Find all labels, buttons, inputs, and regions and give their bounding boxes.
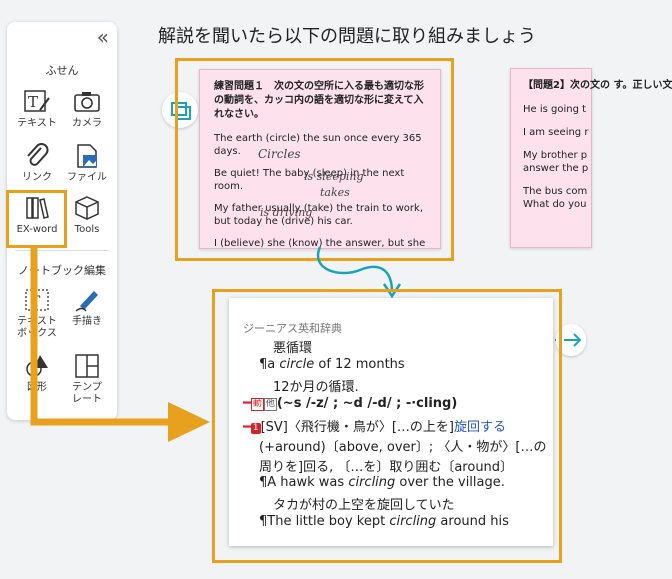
- text-note-icon: T: [24, 90, 50, 112]
- dict-sense-1c: 周りを]回る, 〔…を〕取り囲む〔around〕: [259, 460, 514, 475]
- file-image-icon: [77, 144, 97, 168]
- svg-text:T: T: [28, 93, 38, 111]
- dictionary-highlight: [212, 289, 562, 563]
- card-connector-node[interactable]: [162, 92, 198, 128]
- tool-file[interactable]: ファイル: [62, 142, 112, 184]
- card1-line-4: I (believe) she (know) the answer, but s…: [214, 238, 426, 249]
- template-icon: [75, 354, 99, 378]
- dict-headword: 悪循環: [273, 341, 313, 356]
- card1-title: 練習問題１ 次の文の空所に入る最も適切な形の動詞を、カッコ内の語を適切な形に変え…: [214, 81, 424, 120]
- tool-text[interactable]: T テキスト: [12, 88, 62, 130]
- collapse-icon[interactable]: «: [96, 25, 109, 49]
- dict-example-1: ¶a circle of 12 months: [259, 357, 405, 372]
- arrow-right-icon: [564, 333, 582, 347]
- card1-highlight: [175, 58, 454, 261]
- tool-template[interactable]: テンプ レート: [62, 352, 112, 406]
- dict-example-3: ¶The little boy kept circling around his: [259, 514, 509, 529]
- handwriting-2: is sleeping: [304, 170, 364, 183]
- paperclip-icon: [27, 143, 49, 166]
- dict-example-2: ¶A hawk was circling over the village.: [259, 475, 505, 490]
- camera-icon: [74, 92, 100, 112]
- dict-sense-1b: (+around)〔above, over〕; 〈人・物が〉[…の: [259, 440, 547, 455]
- dict-source: ジーニアス英和辞典: [243, 322, 342, 335]
- dict-link-senkai[interactable]: 旋回する: [454, 420, 507, 435]
- exword-highlight: [6, 190, 67, 248]
- toolbox-panel: « ふせん T テキスト カメラ リンク ファイル: [7, 22, 117, 420]
- connector-lines: [30, 246, 579, 442]
- divider: [15, 250, 109, 251]
- exercise-card-2[interactable]: 【問題2】次の文の す。正しい文 He is going t I am seei…: [510, 68, 672, 248]
- card1-line-2: Be quiet! The baby (sleep) in the next r…: [214, 168, 405, 192]
- books-icon: [26, 197, 49, 219]
- page-title: 解説を聞いたら以下の問題に取り組みましょう: [158, 26, 536, 47]
- card2-line-2: I am seeing r: [523, 127, 589, 138]
- card2-title: 【問題2】次の文の す。正しい文: [523, 80, 672, 91]
- card2-line-4: The bus com What do you: [523, 186, 588, 210]
- tool-exword[interactable]: EX-word: [12, 194, 62, 236]
- handwriting-3: takes: [320, 186, 350, 199]
- tool-camera[interactable]: カメラ: [62, 88, 112, 130]
- dict-example-1-ja: 12か月の循環.: [273, 380, 359, 395]
- card1-line-3: My father usually (take) the train to wo…: [214, 203, 423, 227]
- card2-line-3: My brother p answer the p: [523, 150, 589, 174]
- handwriting-4: is driving: [260, 206, 313, 219]
- section-notebook-label: ノートブック編集: [18, 264, 106, 277]
- section-fusen-label: ふせん: [45, 64, 79, 77]
- tool-handwrite[interactable]: 手描き: [62, 286, 112, 328]
- handwriting-1: Circles: [258, 147, 301, 161]
- dict-verb-forms: ━動他(~s /-z/ ; ~d /-d/ ; -·cling): [243, 396, 458, 411]
- card2-line-1: He is going t: [523, 104, 587, 115]
- dict-sense-1: ━1[SV]〈飛行機・鳥が〉[…の上を]旋回する: [243, 420, 507, 435]
- card1-line-1: The earth (circle) the sun once every 36…: [214, 133, 422, 157]
- tool-tools[interactable]: Tools: [62, 194, 112, 236]
- exercise-card-1[interactable]: 練習問題１ 次の文の空所に入る最も適切な形の動詞を、カッコ内の語を適切な形に変え…: [199, 69, 441, 249]
- dict-example-2-ja: タカが村の上空を旋回していた: [273, 498, 455, 513]
- tool-link[interactable]: リンク: [12, 142, 62, 184]
- note-link-icon: [171, 102, 191, 120]
- dictionary-card[interactable]: ジーニアス英和辞典 悪循環 ¶a circle of 12 months 12か…: [229, 298, 553, 546]
- pen-icon: [75, 291, 98, 312]
- toolbox-icon: [75, 196, 99, 220]
